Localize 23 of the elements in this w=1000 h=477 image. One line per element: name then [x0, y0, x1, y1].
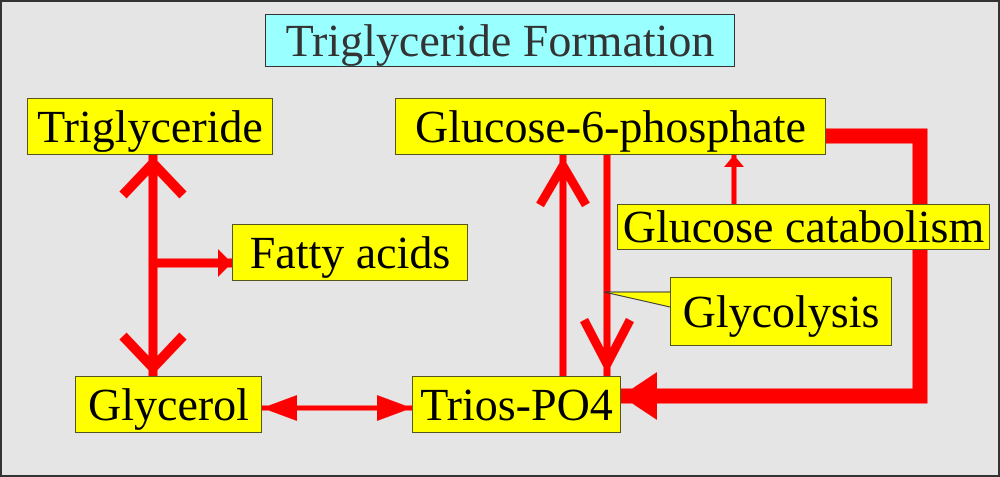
term-box — [75, 376, 262, 433]
term-label: Glycolysis — [682, 288, 880, 334]
callout-pointer — [604, 292, 670, 308]
double-arrow — [262, 395, 412, 421]
term-label: Glucose-6-phosphate — [415, 104, 806, 150]
term-label: Fatty acids — [250, 230, 450, 276]
term-label: Glycerol — [88, 382, 249, 428]
term-box — [412, 376, 621, 433]
term-label: Triglyceride — [37, 104, 263, 150]
term-box — [27, 98, 273, 155]
arrow-line — [118, 155, 188, 263]
arrow — [580, 155, 634, 376]
term-box — [232, 224, 468, 281]
connector-line — [826, 128, 928, 204]
term-label: Glucose catabolism — [622, 204, 984, 250]
diagram-title: Triglyceride Formation — [265, 14, 735, 67]
term-label: Trios-PO4 — [420, 382, 613, 428]
arrow — [536, 155, 590, 376]
term-box — [395, 98, 826, 155]
arrow — [621, 250, 928, 420]
arrow — [724, 155, 744, 204]
callout-box — [670, 277, 892, 346]
double-arrow — [118, 263, 188, 376]
